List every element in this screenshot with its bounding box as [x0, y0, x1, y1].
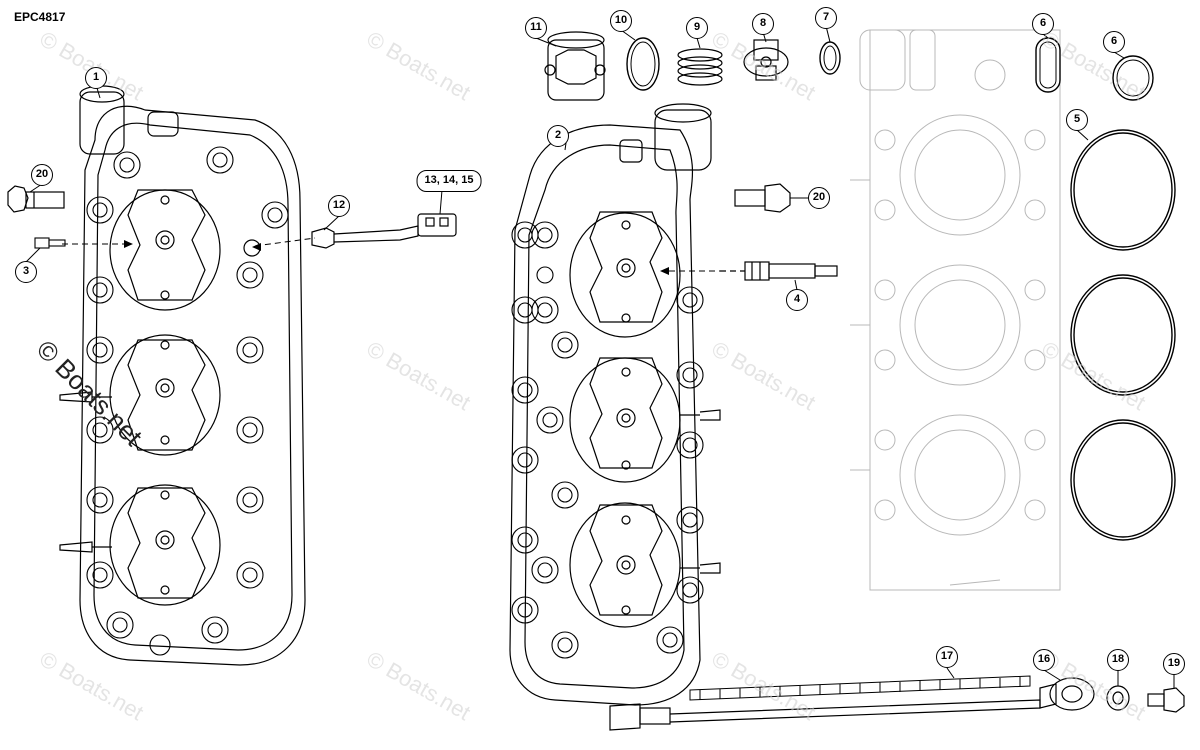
callout-10[interactable]: 10	[610, 10, 632, 32]
callout-12[interactable]: 12	[328, 195, 350, 217]
callout-17[interactable]: 17	[936, 646, 958, 668]
knock-sensor-16	[609, 677, 1095, 731]
diagram-code: EPC4817	[14, 10, 66, 24]
leader-lines-left	[62, 237, 316, 247]
callout-1[interactable]: 1	[85, 67, 107, 89]
bolt-20-left	[7, 185, 65, 213]
sensor-12	[311, 213, 457, 249]
callout-13-14-15[interactable]: 13, 14, 15	[416, 170, 482, 192]
ghost-cylinder-block	[850, 29, 1061, 591]
callout-2[interactable]: 2	[547, 125, 569, 147]
callout-4[interactable]: 4	[786, 289, 808, 311]
callout-7[interactable]: 7	[815, 7, 837, 29]
thermostat-8	[743, 39, 789, 81]
cylinder-head-left	[59, 85, 306, 666]
harness-17	[689, 675, 1031, 701]
bolt-19	[1147, 687, 1185, 713]
oring-6	[1112, 55, 1154, 101]
bolt-20-right	[734, 183, 791, 213]
callout-8[interactable]: 8	[752, 13, 774, 35]
callout-16[interactable]: 16	[1033, 649, 1055, 671]
plug-11	[544, 31, 606, 101]
ring-7	[819, 41, 841, 75]
callout-18[interactable]: 18	[1107, 649, 1129, 671]
spring-9	[677, 48, 723, 86]
callout-5[interactable]: 5	[1066, 109, 1088, 131]
callout-6-oval[interactable]: 6	[1032, 13, 1054, 35]
callout-6-ring[interactable]: 6	[1103, 31, 1125, 53]
spark-plug-4	[720, 261, 838, 281]
arrow-12	[252, 243, 261, 251]
callout-20-right[interactable]: 20	[808, 187, 830, 209]
arrow-3	[124, 240, 133, 248]
oring-10	[626, 37, 660, 91]
callout-3[interactable]: 3	[15, 261, 37, 283]
callout-11[interactable]: 11	[525, 17, 547, 39]
cylinder-head-center	[509, 103, 721, 706]
callout-20-left[interactable]: 20	[31, 164, 53, 186]
arrow-4	[660, 267, 669, 275]
callout-19[interactable]: 19	[1163, 653, 1185, 675]
pin-3	[34, 237, 66, 249]
callout-9[interactable]: 9	[686, 17, 708, 39]
seals-5	[1070, 129, 1176, 541]
